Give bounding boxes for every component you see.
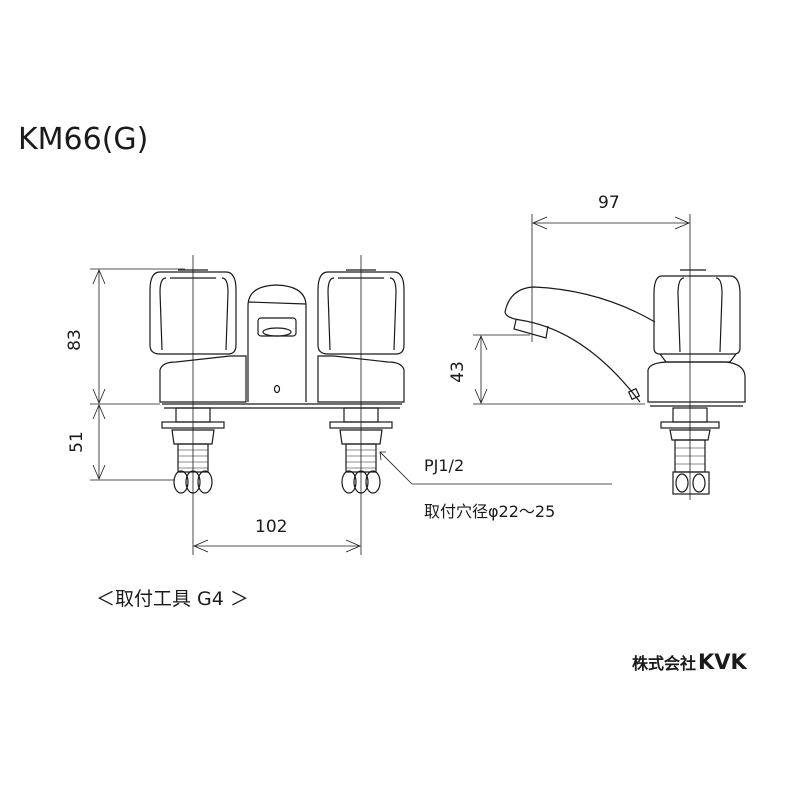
dim-front-height-above: 83 bbox=[64, 329, 85, 351]
thread-spec-note: PJ1/2 bbox=[424, 456, 465, 475]
dim-spout-height: 43 bbox=[447, 361, 468, 383]
kvk-logo: KVK bbox=[698, 650, 747, 674]
side-view bbox=[473, 214, 746, 500]
dim-spout-reach: 97 bbox=[598, 193, 620, 213]
page-title: KM66(G) bbox=[18, 122, 149, 157]
mounting-hole-note: 取付穴径φ22～25 bbox=[424, 502, 556, 521]
company-prefix: 株式会社 bbox=[632, 654, 697, 673]
brand-logo: 株式会社KVK bbox=[632, 650, 747, 674]
accessory-label: ＜取付工具 G4 ＞ bbox=[96, 588, 249, 610]
dim-front-height-below: 51 bbox=[66, 431, 87, 453]
dim-handle-spacing: 102 bbox=[255, 517, 288, 537]
front-view bbox=[90, 255, 612, 555]
